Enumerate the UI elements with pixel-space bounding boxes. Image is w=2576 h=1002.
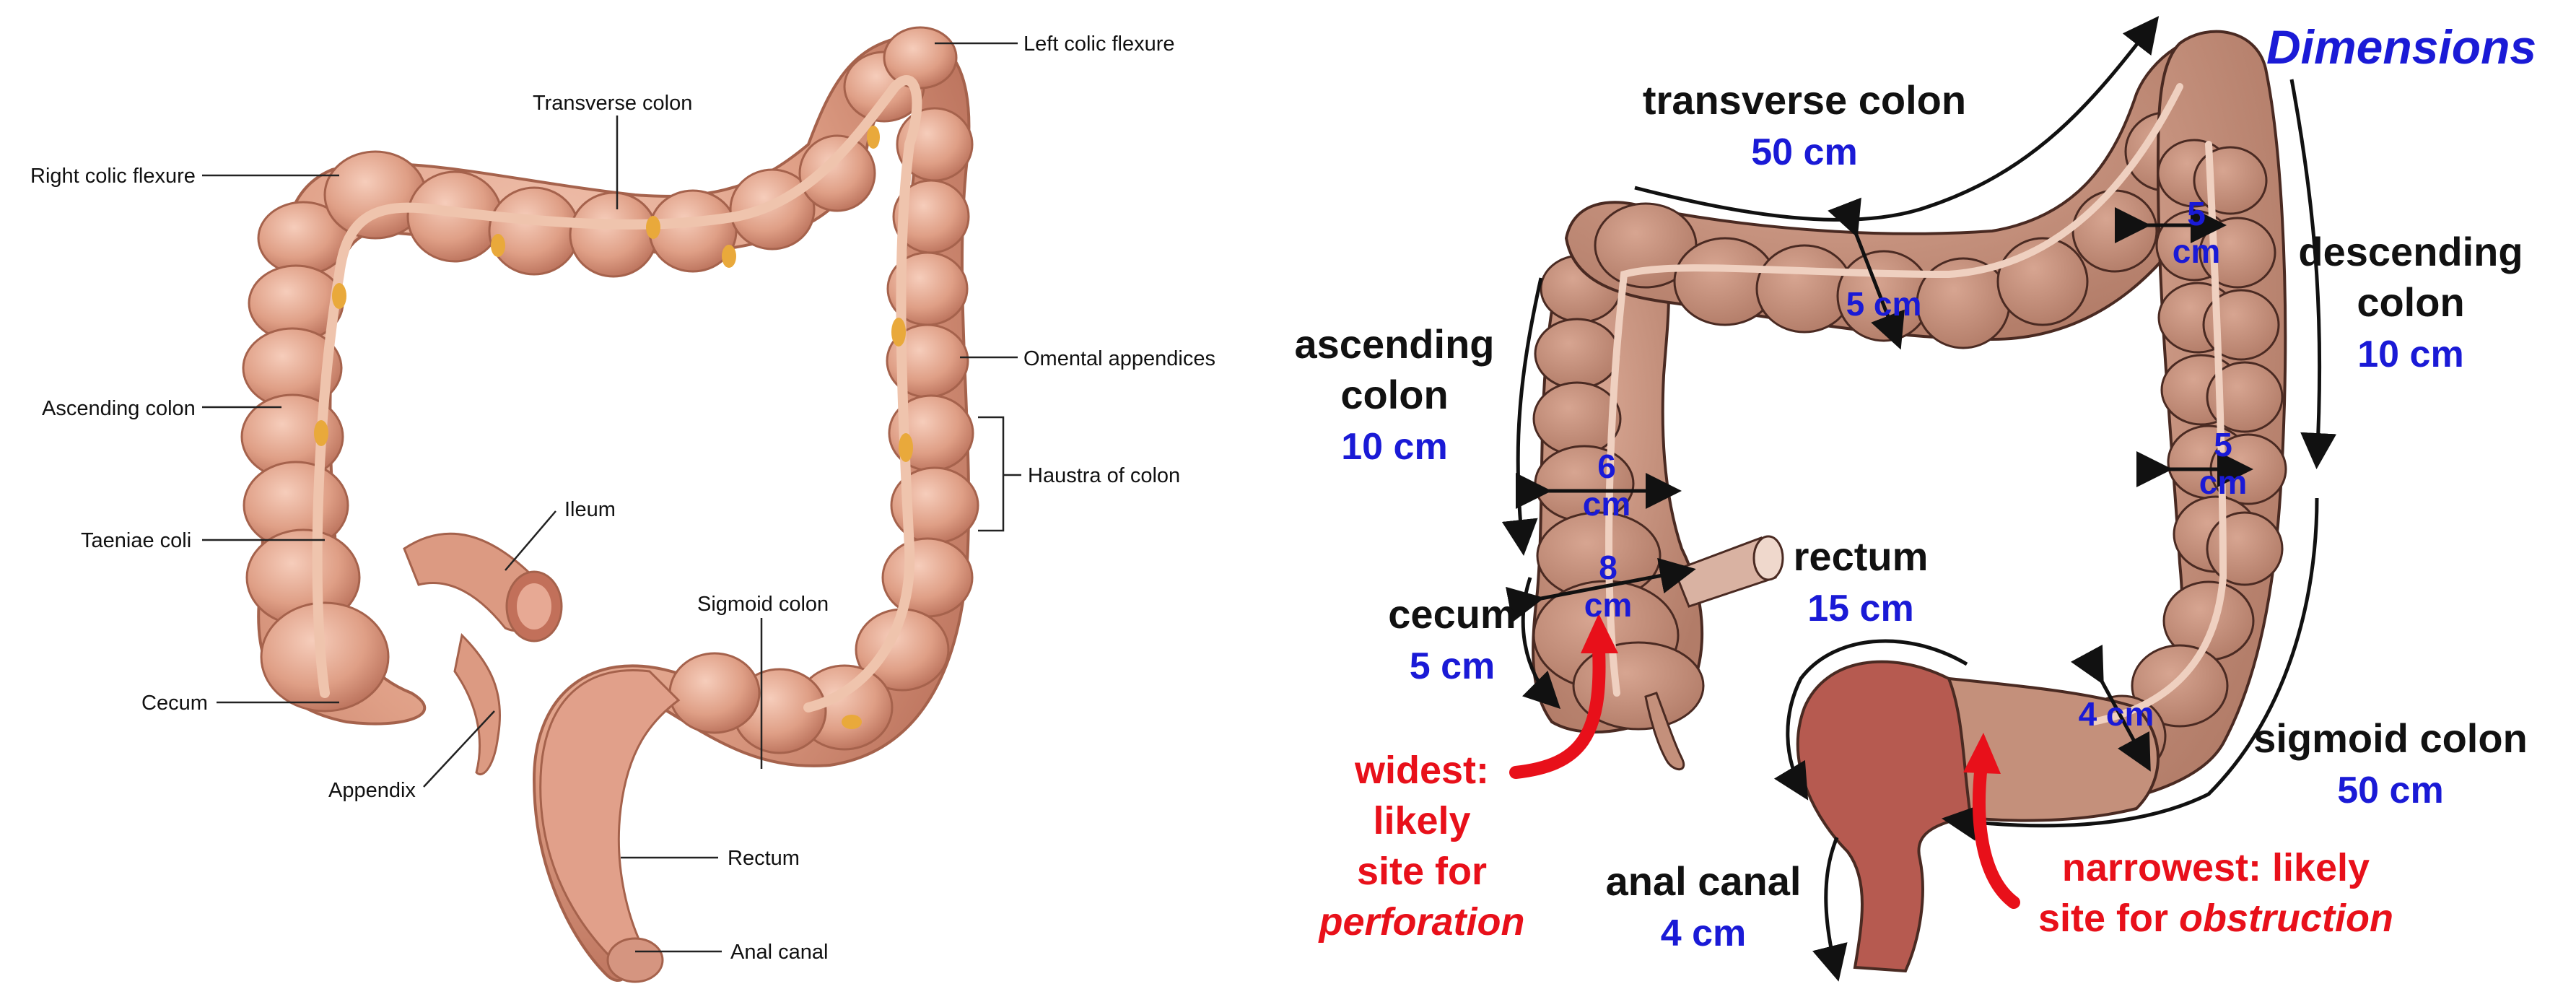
cecum-name: cecum [1388, 591, 1516, 637]
diameter-descending-mid-num: 5 [2214, 426, 2232, 463]
diameter-sigmoid: 4 cm [2079, 695, 2154, 733]
rectum-name: rectum [1794, 533, 1929, 579]
right-appendix [1644, 692, 1685, 771]
anal-canal-tip [606, 937, 664, 983]
label-ileum: Ileum [564, 498, 616, 521]
narrowest-line-2: site for obstruction [2038, 897, 2393, 940]
widest-line-1: widest: [1354, 749, 1489, 792]
left-leader-lines [202, 42, 1021, 953]
anal-canal-name: anal canal [1606, 858, 1802, 904]
descending-colon-length: 10 cm [2357, 334, 2463, 375]
appendix-shape [453, 632, 502, 775]
diameter-ascending-num: 6 [1597, 448, 1616, 485]
diameter-ascending-unit: cm [1583, 485, 1630, 523]
descending-colon-name-1: descending [2298, 229, 2523, 274]
red-arrowheads [1581, 614, 2001, 774]
red-arrows [1509, 643, 2020, 909]
left-rectum [539, 669, 681, 977]
label-omental-appendices: Omental appendices [1023, 347, 1215, 370]
label-transverse-colon: Transverse colon [533, 92, 692, 115]
dimensions-title: Dimensions [2266, 20, 2536, 74]
narrowest-line-2-plain: site for [2038, 897, 2179, 940]
label-left-colic-flexure: Left colic flexure [1023, 32, 1175, 56]
left-colon-illustration [240, 26, 979, 983]
right-haustra-descending [2077, 139, 2287, 778]
omental-appendices-blobs [314, 126, 913, 729]
diameter-cecum-num: 8 [1599, 549, 1617, 586]
label-right-colic-flexure: Right colic flexure [30, 165, 196, 188]
diameter-descending-mid-unit: cm [2199, 463, 2247, 501]
label-rectum: Rectum [728, 847, 800, 870]
ileum-tube [403, 532, 563, 642]
left-panel: Left colic flexure Transverse colon Righ… [30, 26, 1215, 983]
widest-arrow [1509, 643, 1606, 779]
haustra-descending [668, 26, 979, 754]
sigmoid-colon-length: 50 cm [2337, 770, 2443, 811]
right-colon-illustration [1532, 30, 2287, 973]
label-ascending-colon: Ascending colon [42, 397, 196, 420]
ascending-colon-name-2: colon [1340, 372, 1448, 417]
label-taeniae-coli: Taeniae coli [81, 529, 191, 552]
diameter-cecum-unit: cm [1584, 586, 1632, 624]
label-cecum: Cecum [141, 692, 208, 715]
rectum-length: 15 cm [1807, 588, 1913, 629]
widest-line-4: perforation [1317, 900, 1524, 944]
length-arrows [1501, 16, 2337, 982]
diameter-transverse: 5 cm [1846, 285, 1922, 323]
ascending-colon-name-1: ascending [1295, 321, 1495, 367]
right-rectum [1796, 660, 1973, 973]
haustra-ascending [240, 201, 390, 713]
transverse-colon-length: 50 cm [1751, 131, 1857, 173]
label-haustra-of-colon: Haustra of colon [1028, 464, 1180, 487]
diameter-descending-top-num: 5 [2187, 195, 2206, 232]
haustra-transverse [323, 134, 876, 278]
label-anal-canal: Anal canal [730, 941, 828, 964]
diameter-arrows [1506, 197, 2253, 772]
label-sigmoid-colon: Sigmoid colon [697, 593, 829, 616]
narrowest-arrow [1973, 759, 2020, 909]
transverse-colon-name: transverse colon [1643, 77, 1966, 123]
sigmoid-colon-name: sigmoid colon [2253, 715, 2528, 761]
cecum-length: 5 cm [1410, 645, 1496, 687]
narrowest-line-1: narrowest: likely [2062, 846, 2370, 889]
descending-colon-name-2: colon [2357, 279, 2464, 325]
widest-line-2: likely [1373, 799, 1470, 842]
anal-canal-length: 4 cm [1661, 912, 1747, 954]
narrowest-line-2-italic: obstruction [2179, 897, 2393, 940]
ascending-colon-length: 10 cm [1341, 426, 1447, 468]
label-appendix: Appendix [328, 779, 416, 802]
right-panel: Dimensions transverse colon 50 cm descen… [1295, 16, 2536, 982]
diameter-descending-top-unit: cm [2173, 232, 2220, 270]
right-ileum [1673, 535, 1784, 608]
widest-line-3: site for [1357, 850, 1487, 893]
